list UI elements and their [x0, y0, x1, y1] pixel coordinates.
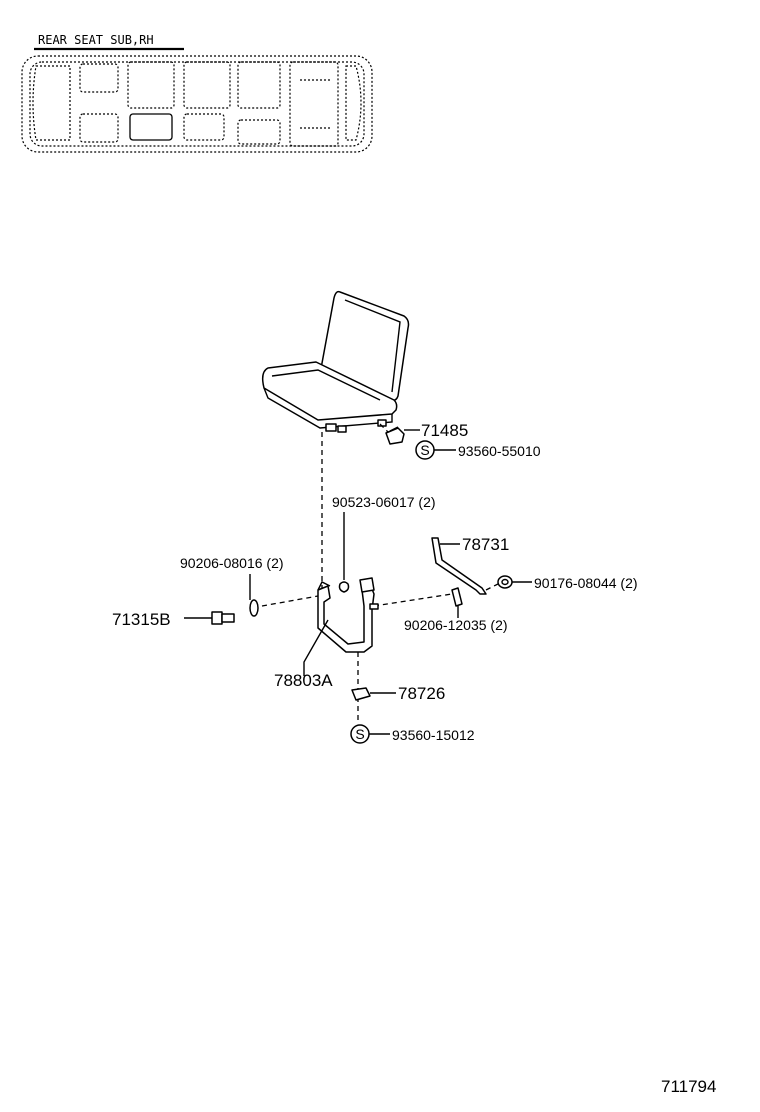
row4-right-seat [237, 119, 281, 145]
rear-end [345, 65, 362, 141]
part-90176-08044-nut [497, 575, 513, 589]
seat-foot [337, 425, 347, 433]
row4-left-seat [237, 61, 281, 109]
part-90176-08044-hole [501, 578, 509, 586]
label-78726: 78726 [398, 684, 445, 703]
frame-body [317, 583, 375, 653]
label-90176-08044: 90176-08044 (2) [534, 575, 638, 591]
label-78731: 78731 [462, 535, 509, 554]
seat-backrest-contour [344, 299, 401, 393]
dash-bolt-to-frame [261, 595, 319, 607]
row2-left-seat [127, 61, 175, 109]
row3-right-seat [183, 113, 225, 141]
part-90206-12035-washer [451, 587, 463, 607]
part-78731-brace [431, 537, 487, 595]
part-71485-clip [385, 427, 405, 445]
dash-90176-08044 [485, 583, 499, 591]
s-mark-text: S [420, 442, 429, 458]
front-dash [32, 65, 71, 141]
front-passenger-seat [79, 113, 119, 143]
diagram-reference-number: 711794 [661, 1077, 716, 1096]
label-93560-15012: 93560-15012 [392, 727, 475, 743]
seat-cushion [261, 361, 398, 421]
seat-cushion-contour [271, 369, 381, 401]
part-71485-detail [389, 426, 399, 432]
dash-71485 [379, 423, 389, 433]
seat-assembly [261, 290, 410, 433]
rear-bench-seat [289, 61, 339, 147]
seat-foot [325, 423, 337, 432]
leader-78803A [303, 619, 329, 676]
frame-bracket [359, 577, 375, 593]
label-90206-08016: 90206-08016 (2) [180, 555, 284, 571]
label-71315B: 71315B [112, 610, 171, 629]
label-71485: 71485 [421, 421, 468, 440]
layout-title: REAR SEAT SUB,RH [38, 33, 154, 47]
part-78726-clip [351, 687, 371, 701]
seat-cushion-side [263, 387, 393, 429]
label-90206-12035: 90206-12035 (2) [404, 617, 508, 633]
part-71315B-bolt-shank [221, 613, 235, 623]
driver-seat [79, 63, 119, 93]
label-78803A: 78803A [274, 671, 333, 690]
vehicle-outline [21, 55, 373, 153]
part-71315B-bolt-head [211, 611, 223, 625]
label-93560-55010: 93560-55010 [458, 443, 541, 459]
part-90523-06017-nut [338, 581, 350, 593]
row2-right-seat-highlighted [129, 113, 173, 141]
frame-tab [317, 581, 331, 591]
s-mark-text: S [355, 726, 364, 742]
part-90206-08016-washer [249, 599, 259, 617]
label-90523-06017: 90523-06017 (2) [332, 494, 436, 510]
vehicle-seat-layout [21, 55, 373, 153]
dash-frame-to-brace [373, 593, 453, 607]
row3-left-seat [183, 61, 231, 109]
frame-stud [369, 603, 379, 610]
